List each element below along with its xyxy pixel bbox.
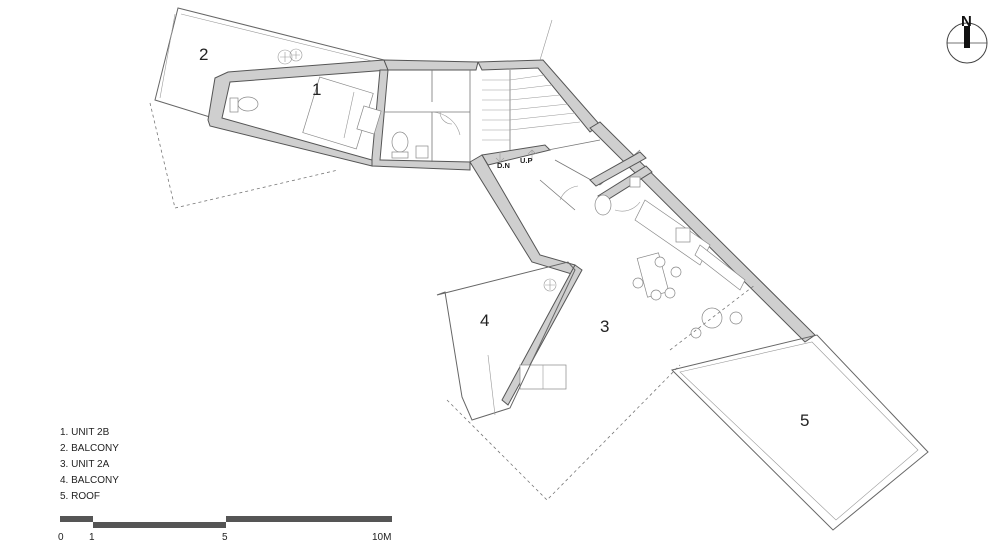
north-label: N (961, 13, 972, 30)
scale-tick-5: 5 (222, 532, 228, 543)
unit-2b (207, 48, 479, 171)
room-number-2: 2 (199, 45, 208, 64)
scale-tick-10: 10M (372, 532, 391, 543)
scale-segment-5-10 (226, 516, 392, 522)
legend: 1. UNIT 2B 2. BALCONY 3. UNIT 2A 4. BALC… (60, 427, 119, 502)
legend-item-1: 1. UNIT 2B (60, 427, 110, 438)
scale-segment-0-1 (60, 516, 93, 522)
room-number-4: 4 (480, 311, 489, 330)
roof-5 (671, 334, 929, 531)
room-number-1: 1 (312, 80, 321, 99)
stair-core: D.N U.P (477, 19, 601, 170)
legend-item-4: 4. BALCONY (60, 475, 119, 486)
scale-segment-1-5 (93, 522, 226, 528)
scale-tick-0: 0 (58, 532, 64, 543)
legend-item-5: 5. ROOF (60, 491, 100, 502)
scale-tick-1: 1 (89, 532, 95, 543)
stair-treads (482, 19, 581, 141)
stair-down-label: D.N (497, 161, 510, 170)
stair-up-label: U.P (520, 156, 533, 165)
legend-item-3: 3. UNIT 2A (60, 459, 110, 470)
scale-bar: 0 1 5 10M (58, 516, 392, 543)
room-number-5: 5 (800, 411, 809, 430)
balcony-4 (436, 261, 681, 501)
legend-item-2: 2. BALCONY (60, 443, 119, 454)
north-arrow-icon: N (946, 13, 988, 64)
room-number-3: 3 (600, 317, 609, 336)
